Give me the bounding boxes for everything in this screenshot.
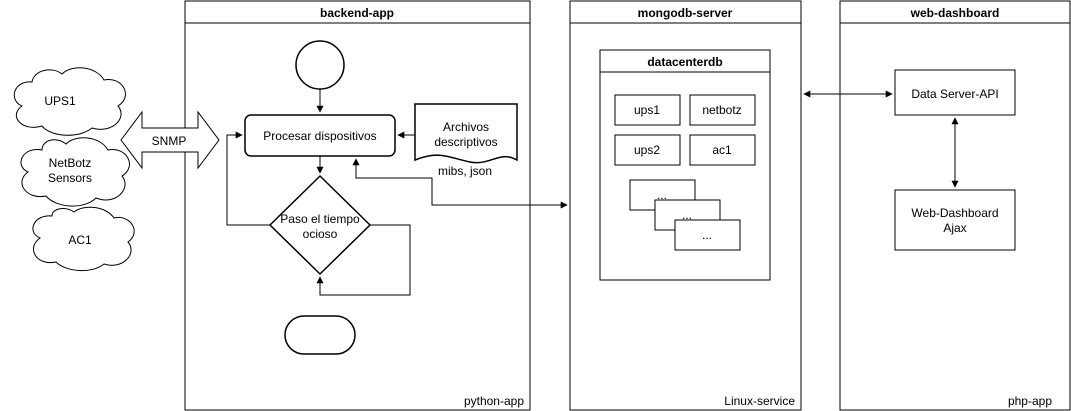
panel-title-web: web-dashboard [910, 6, 1000, 20]
panel-footer-mongodb: Linux-service [724, 394, 795, 408]
cloud-label-netbotz-1: NetBotz [49, 156, 92, 170]
start-circle [295, 40, 345, 90]
document-label-1: Archivos [443, 120, 489, 134]
collection-more-label-2: ... [682, 208, 692, 222]
end-terminator [284, 315, 356, 355]
decision-label-2: ocioso [303, 227, 338, 241]
collection-more-3 [674, 219, 741, 251]
panel-footer-web: php-app [1008, 394, 1052, 408]
collection-label-netbotz: netbotz [702, 103, 741, 117]
collection-label-ups1: ups1 [634, 103, 660, 117]
cloud-netbotz: NetBotz Sensors [20, 137, 130, 207]
collection-label-ups2: ups2 [634, 143, 660, 157]
collection-ups1 [614, 94, 681, 126]
panel-title-backend: backend-app [320, 6, 394, 20]
document-label-2: descriptivos [434, 135, 497, 149]
api-box: Data Server-API [894, 69, 1016, 116]
process-box: Procesar dispositivos [244, 114, 396, 157]
collection-ups2 [614, 134, 681, 166]
snmp-label: SNMP [152, 134, 187, 148]
panel-title-mongodb: mongodb-server [638, 6, 733, 20]
cloud-label-ups1: UPS1 [44, 94, 76, 108]
connector-decision-loop-left [226, 131, 270, 226]
snmp-double-arrow: SNMP [120, 110, 220, 170]
collection-label-ac1: ac1 [712, 143, 732, 157]
cloud-ups1: UPS1 [13, 67, 126, 136]
cloud-label-ac1: AC1 [68, 233, 92, 247]
connector-backend-to-mongodb [352, 158, 568, 209]
connector-decision-loop-right [316, 224, 411, 296]
collection-netbotz [689, 94, 756, 126]
collection-ac1 [689, 134, 756, 166]
dashboard-label-1: Web-Dashboard [911, 206, 998, 220]
decision-diamond: Paso el tiempo ocioso [268, 174, 372, 276]
process-label: Procesar dispositivos [263, 129, 376, 143]
cloud-label-netbotz-2: Sensors [48, 171, 92, 185]
api-label: Data Server-API [911, 87, 998, 101]
collection-more-label-1: ... [657, 188, 667, 202]
collection-more-label-3: ... [702, 228, 712, 242]
database-title: datacenterdb [647, 55, 722, 69]
cloud-ac1: AC1 [32, 206, 135, 271]
dashboard-label-2: Ajax [943, 221, 966, 235]
database-datacenterdb: datacenterdb ups1 netbotz ups2 ac1 ... .… [599, 49, 771, 281]
document-caption: mibs, json [438, 164, 492, 178]
decision-label-1: Paso el tiempo [280, 212, 360, 226]
panel-footer-backend: python-app [464, 394, 524, 408]
dashboard-box: Web-Dashboard Ajax [894, 189, 1016, 251]
